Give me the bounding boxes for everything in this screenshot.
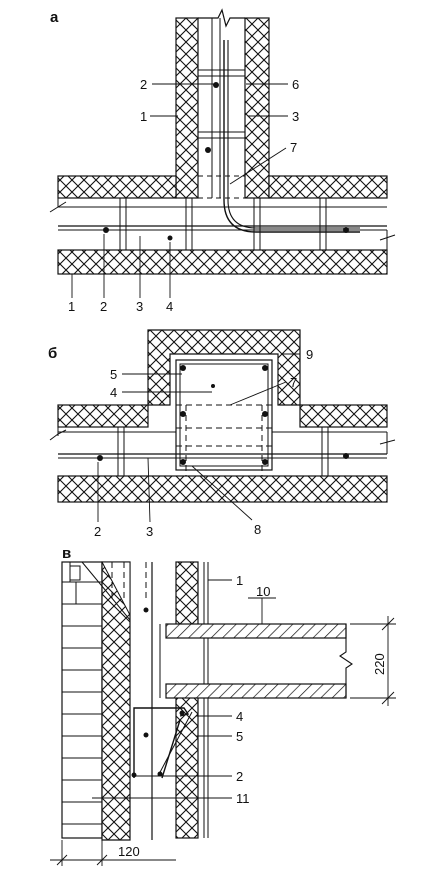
- slope-line: [81, 561, 131, 621]
- label-b-4: 4: [110, 385, 117, 400]
- label-v-10: 10: [256, 584, 270, 599]
- section-b-letter: б: [48, 345, 57, 362]
- rebar-dot: [262, 365, 268, 371]
- dashed-overlap: [176, 404, 272, 476]
- rebar-dot: [262, 411, 268, 417]
- rebar-dot: [143, 732, 149, 738]
- rebar-dot: [343, 227, 349, 233]
- slab-insulation-lower: [57, 475, 388, 503]
- break-mark-left: [49, 198, 67, 213]
- rebar-dot: [97, 455, 103, 461]
- section-a-leaders: [71, 83, 288, 298]
- dimension-120: [50, 840, 176, 866]
- label-b-8: 8: [254, 522, 261, 537]
- label-v-11: 11: [236, 791, 250, 806]
- rebar-dot: [103, 227, 109, 233]
- bent-rebar: [223, 40, 360, 233]
- label-a-3: 3: [292, 109, 299, 124]
- slab-insulation-lower: [57, 249, 388, 275]
- dimension-label-220: 220: [372, 653, 387, 675]
- label-v-4: 4: [236, 709, 243, 724]
- break-mark-left: [49, 427, 67, 441]
- dimension-label-120: 120: [118, 844, 140, 859]
- column-insulation-left: [175, 17, 199, 199]
- rebar-dot: [262, 459, 268, 465]
- section-v-letter: в: [62, 545, 71, 562]
- break-mark-right: [379, 432, 396, 454]
- rebar-dot: [213, 82, 219, 88]
- rebar-dot: [343, 453, 349, 459]
- slab-top-flange: [165, 623, 347, 639]
- section-b-leaders: [97, 353, 300, 523]
- rebar-dot: [211, 384, 215, 388]
- column-stirrup: [179, 363, 269, 467]
- insulation-right: [175, 561, 199, 839]
- brick-masonry: [61, 561, 103, 839]
- section-a-letter: а: [50, 9, 59, 26]
- break-line-top: [198, 8, 245, 28]
- section-b: б: [48, 329, 396, 539]
- label-a-2b: 2: [100, 299, 107, 314]
- rebar-dot: [180, 459, 186, 465]
- section-v-leaders: [92, 579, 276, 799]
- slab-ties: [119, 198, 327, 250]
- bent-rebar: [227, 40, 360, 229]
- rebar-dot: [167, 235, 173, 241]
- section-v: в: [50, 545, 396, 866]
- anchorage-dashed: [198, 175, 245, 199]
- diagonal-rebar-2: [157, 711, 193, 777]
- rebar-dot: [143, 607, 149, 613]
- slab-insulation-upper-right: [299, 404, 388, 428]
- rebar-dot: [205, 147, 211, 153]
- slab-insulation-upper-left: [57, 404, 149, 428]
- bevel-void: [101, 561, 131, 616]
- label-b-3: 3: [146, 524, 153, 539]
- column-insulation-right: [244, 17, 270, 199]
- break-mark-right: [379, 230, 396, 250]
- slab-insulation-upper-left: [57, 175, 177, 199]
- slab-insulation-upper-right: [268, 175, 388, 199]
- slab-break: [339, 624, 353, 698]
- dimension-220: [350, 616, 396, 706]
- rebar-dot: [131, 772, 137, 778]
- label-v-5: 5: [236, 729, 243, 744]
- section-a: а: [49, 8, 396, 314]
- label-a-1: 1: [140, 109, 147, 124]
- rebar-dot: [180, 411, 186, 417]
- diagonal-rebar: [161, 719, 181, 779]
- label-a-1b: 1: [68, 299, 75, 314]
- hook-rebar: [133, 707, 190, 778]
- label-v-1: 1: [236, 573, 243, 588]
- rebar-dot: [157, 771, 163, 777]
- label-v-2: 2: [236, 769, 243, 784]
- label-a-4: 4: [166, 299, 173, 314]
- label-b-5: 5: [110, 367, 117, 382]
- slab-bottom-flange: [165, 683, 347, 699]
- rebar-dot: [179, 710, 185, 716]
- label-a-3b: 3: [136, 299, 143, 314]
- label-a-2: 2: [140, 77, 147, 92]
- label-b-9: 9: [306, 347, 313, 362]
- label-b-2: 2: [94, 524, 101, 539]
- label-b-7: 7: [290, 375, 297, 390]
- rebar-dot: [180, 365, 186, 371]
- column-insulation-u: [147, 329, 301, 406]
- label-a-6: 6: [292, 77, 299, 92]
- column-core: [175, 359, 273, 471]
- dashed-core-lines: [111, 562, 147, 600]
- label-a-7: 7: [290, 140, 297, 155]
- slab-ties: [117, 427, 329, 476]
